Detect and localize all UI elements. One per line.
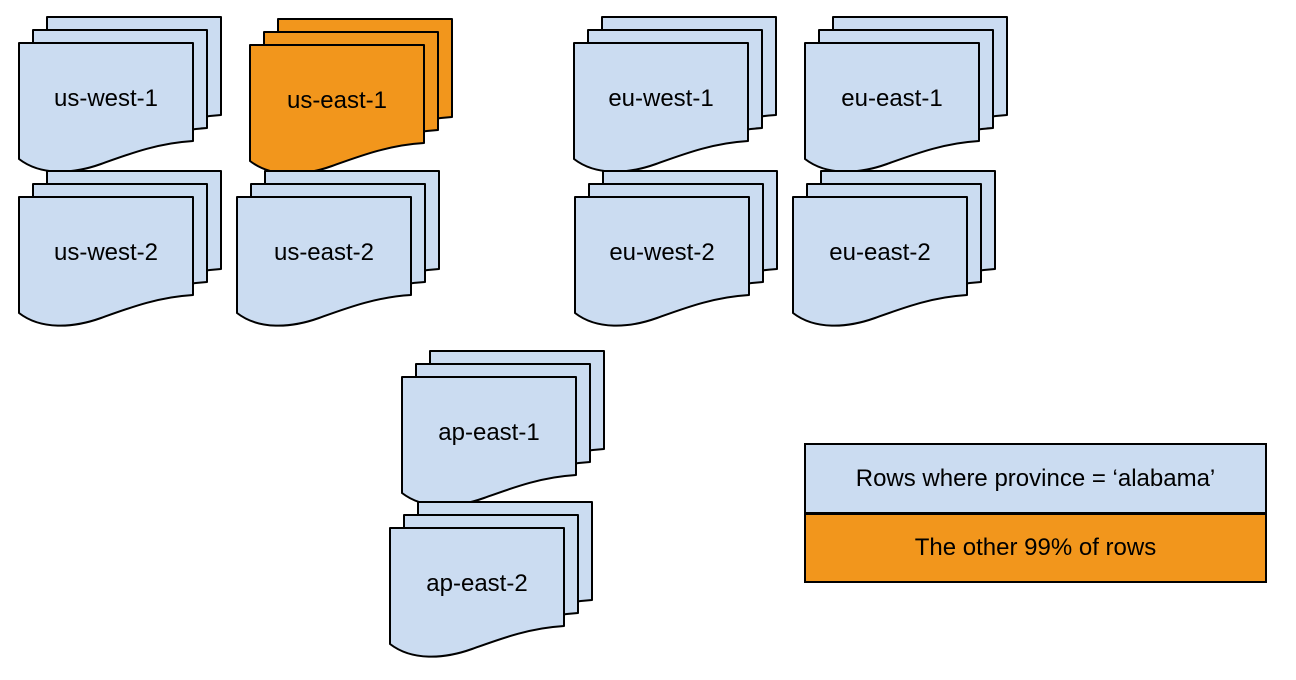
legend-label-other-rows: The other 99% of rows [914, 534, 1157, 561]
partition-stack-us-east-2: us-east-2 [236, 170, 440, 332]
partition-stack-us-east-1: us-east-1 [249, 18, 453, 180]
partition-stack-us-west-2: us-west-2 [18, 170, 222, 332]
partition-stack-ap-east-2: ap-east-2 [389, 501, 593, 663]
stacked-documents-icon [573, 16, 777, 173]
stacked-documents-icon [236, 170, 440, 327]
legend-item-other-rows: The other 99% of rows [806, 512, 1265, 581]
stacked-documents-icon [18, 16, 222, 173]
stacked-documents-icon [574, 170, 778, 327]
stacked-documents-icon [389, 501, 593, 658]
stacked-documents-icon [804, 16, 1008, 173]
stacked-documents-icon [401, 350, 605, 507]
partition-stack-eu-west-2: eu-west-2 [574, 170, 778, 332]
partition-stack-ap-east-1: ap-east-1 [401, 350, 605, 512]
stacked-documents-icon [792, 170, 996, 327]
legend: Rows where province = ‘alabama’ The othe… [804, 443, 1267, 583]
legend-label-alabama-rows: Rows where province = ‘alabama’ [855, 464, 1216, 492]
partition-stack-eu-west-1: eu-west-1 [573, 16, 777, 178]
partition-stack-us-west-1: us-west-1 [18, 16, 222, 178]
stacked-documents-icon [18, 170, 222, 327]
partition-stack-eu-east-2: eu-east-2 [792, 170, 996, 332]
partition-stack-eu-east-1: eu-east-1 [804, 16, 1008, 178]
legend-item-alabama-rows: Rows where province = ‘alabama’ [806, 445, 1265, 512]
stacked-documents-icon [249, 18, 453, 175]
